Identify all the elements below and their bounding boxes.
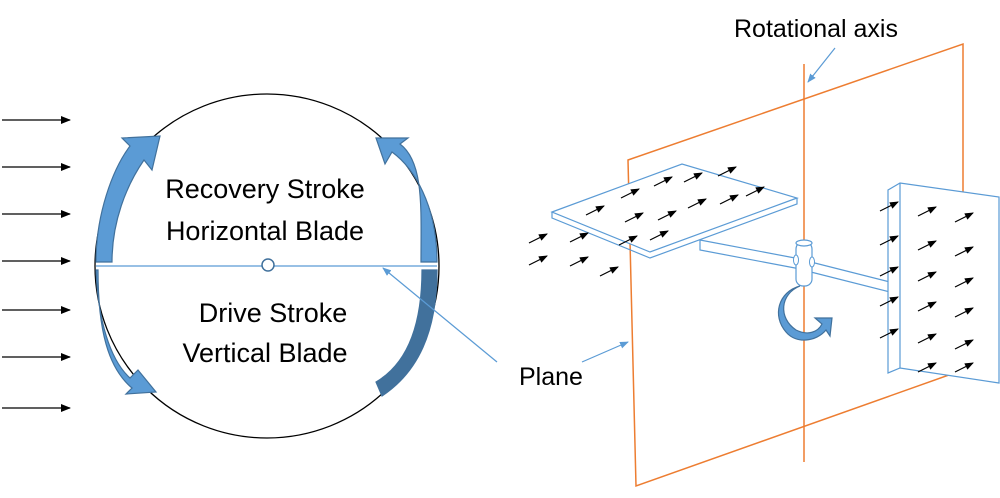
flow-arrow [653, 176, 673, 187]
recovery-stroke-label: Recovery Stroke [165, 174, 365, 204]
plane-leader-line [382, 267, 498, 363]
flow-arrow [569, 256, 589, 267]
drive-stroke-label: Drive Stroke [199, 298, 348, 328]
flow-arrow [917, 206, 937, 217]
rotation-icon [777, 285, 833, 341]
incoming-flow-arrows [2, 116, 71, 412]
hub-hole-left [793, 254, 799, 266]
rotational-axis-leader [807, 47, 836, 83]
hub-cylinder-top [795, 239, 813, 247]
flow-arrow [879, 201, 899, 212]
flow-arrow [917, 301, 937, 312]
stroke-arrow-bottom-right [375, 269, 438, 397]
flow-arrow [585, 205, 605, 216]
flow-arrow [649, 230, 669, 241]
plane-label-leader [581, 341, 629, 363]
flow-arrow [717, 166, 737, 177]
flow-arrow [657, 210, 677, 221]
flow-arrow [624, 212, 644, 223]
rotation-circle [94, 93, 440, 439]
vertical-blade-label: Vertical Blade [182, 338, 347, 368]
horizontal-blade [550, 163, 799, 253]
flow-arrow [954, 362, 974, 373]
flow-arrow [569, 232, 589, 243]
horizontal-blade-label: Horizontal Blade [166, 216, 364, 246]
flow-arrow [954, 339, 974, 350]
horizontal-blade-flow-arrows [528, 166, 765, 277]
flow-arrow [719, 194, 739, 205]
flow-arrow [917, 271, 937, 282]
flow-arrow [528, 255, 548, 266]
flow-arrow [917, 240, 937, 251]
vertical-blade [887, 182, 1000, 384]
flow-arrow [917, 362, 937, 373]
flow-arrow [620, 188, 640, 199]
flow-arrow [683, 172, 703, 183]
connecting-rod [699, 239, 891, 293]
flow-arrow [618, 235, 638, 246]
stroke-arrow-bottom-left [95, 269, 158, 395]
flow-arrow [954, 246, 974, 257]
hub-circle [261, 258, 275, 272]
flow-arrow [954, 307, 974, 318]
flow-arrow [879, 235, 899, 246]
flow-arrow [528, 233, 548, 244]
flow-arrow [954, 212, 974, 223]
horizontal-blade-edge [551, 198, 798, 259]
flow-arrow [917, 333, 937, 344]
flow-arrow [879, 296, 899, 307]
flow-arrow [954, 277, 974, 288]
vertical-blade-flow-arrows [879, 201, 974, 373]
flow-arrow [879, 266, 899, 277]
flow-arrow [745, 186, 765, 197]
flow-arrow [599, 266, 619, 277]
rotational-axis-label: Rotational axis [734, 15, 898, 43]
stroke-arrow-top-left [95, 135, 161, 263]
stroke-arrow-top-right [375, 137, 438, 263]
flow-arrow [687, 198, 707, 209]
hub-hole-right [809, 256, 815, 268]
flow-arrow [879, 328, 899, 339]
plane-label: Plane [519, 363, 583, 391]
